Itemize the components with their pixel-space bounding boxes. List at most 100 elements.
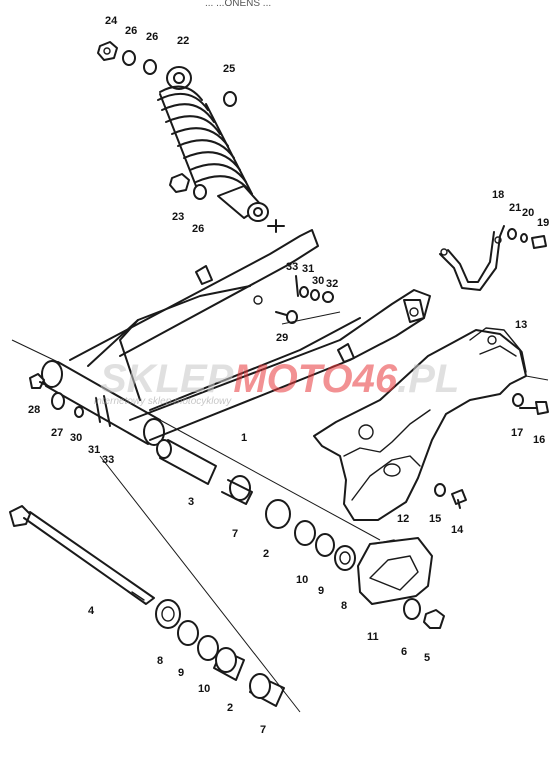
washer-21: [507, 228, 517, 240]
shock-mount-bolt: [267, 219, 285, 233]
label-33: 33: [102, 454, 114, 466]
shock-absorber: [157, 66, 269, 222]
header-fragment: ... ...ONENS ...: [205, 0, 271, 9]
washer-17: [512, 393, 524, 407]
washer-27: [51, 392, 65, 410]
label-19: 19: [537, 217, 549, 229]
axis-line: [11, 339, 59, 363]
ring-9-lower: [177, 620, 199, 646]
seal-8-upper-inner: [339, 551, 351, 565]
label-31: 31: [302, 263, 314, 275]
label-31: 31: [88, 444, 100, 456]
bolt-14: [451, 489, 467, 509]
shock-bush: [143, 59, 157, 75]
washer-10-lower: [197, 635, 219, 661]
axis-line-4: [525, 375, 549, 381]
label-30: 30: [70, 432, 82, 444]
swing-arm: [41, 229, 431, 446]
nut-5: [423, 609, 445, 629]
bolt-29: [275, 310, 298, 324]
bush-7-upper-body: [221, 479, 253, 505]
adjuster-block: [357, 537, 433, 605]
label-18: 18: [492, 189, 504, 201]
bush-2-upper: [265, 499, 291, 529]
label-8: 8: [157, 655, 163, 667]
shock-washer: [122, 50, 136, 66]
axis-line-3: [281, 311, 341, 325]
label-22: 22: [177, 35, 189, 47]
shock-top-nut: [97, 41, 118, 61]
washer-6: [403, 598, 421, 620]
label-2: 2: [227, 702, 233, 714]
pin-33-lower: [103, 395, 111, 427]
label-7: 7: [260, 724, 266, 736]
watermark-domain: .PL: [397, 357, 459, 401]
label-3: 3: [188, 496, 194, 508]
label-16: 16: [533, 434, 545, 446]
label-11: 11: [367, 631, 379, 643]
pin-33-upper: [295, 275, 299, 297]
seal-8-upper: [334, 545, 356, 571]
label-24: 24: [105, 15, 118, 27]
ring-9-upper: [315, 533, 335, 557]
label-1: 1: [241, 432, 247, 444]
washer-31-upper: [299, 286, 309, 298]
label-7: 7: [232, 528, 238, 540]
bush-7-lower: [249, 673, 285, 707]
label-5: 5: [424, 652, 430, 664]
washer-30-upper: [310, 289, 320, 301]
label-25: 25: [223, 63, 235, 75]
washer-20: [520, 233, 528, 243]
label-27: 27: [51, 427, 63, 439]
label-33: 33: [286, 261, 298, 273]
label-9: 9: [178, 667, 184, 679]
nut-32: [322, 291, 334, 303]
label-4: 4: [88, 605, 95, 617]
pin-31-lower: [95, 397, 101, 423]
label-23: 23: [172, 211, 184, 223]
seal-8-lower: [155, 599, 181, 629]
washer-30-lower: [74, 406, 84, 418]
axis-line-2: [99, 455, 301, 713]
label-32: 32: [326, 278, 338, 290]
shock-bottom-nut: [169, 173, 190, 193]
shock-bottom-washer: [193, 184, 207, 200]
label-10: 10: [296, 574, 308, 586]
seal-8-lower-inner: [161, 606, 175, 622]
watermark-brand-right: 46: [352, 357, 398, 401]
shock-spring: [157, 85, 253, 195]
shock-cap: [223, 91, 237, 107]
label-20: 20: [522, 207, 534, 219]
label-15: 15: [429, 513, 441, 525]
bracket-18: [439, 225, 505, 291]
label-30: 30: [312, 275, 324, 287]
label-29: 29: [276, 332, 288, 344]
label-26: 26: [146, 31, 158, 43]
axis-line-5: [159, 419, 381, 541]
label-14: 14: [451, 524, 464, 536]
bolt-28: [29, 373, 49, 389]
part-labels: 24 26 26 22 25 23 26 18 21 20 19 33 31 3…: [28, 15, 549, 736]
washer-10-upper: [294, 520, 316, 546]
bush-2-lower: [213, 647, 245, 681]
bolt-16: [519, 401, 549, 415]
watermark-tagline: internetowy sklep motocyklowy: [94, 396, 232, 407]
sleeve-3: [156, 439, 217, 485]
label-17: 17: [511, 427, 523, 439]
label-13: 13: [515, 319, 527, 331]
label-8: 8: [341, 600, 347, 612]
watermark-brand-left: SKLEP: [100, 357, 234, 401]
label-10: 10: [198, 683, 210, 695]
label-26: 26: [125, 25, 137, 37]
watermark: SKLEPMOTO46.PL internetowy sklep motocyk…: [94, 357, 459, 407]
label-6: 6: [401, 646, 407, 658]
label-2: 2: [263, 548, 269, 560]
label-21: 21: [509, 202, 521, 214]
label-28: 28: [28, 404, 40, 416]
bolt-19: [531, 235, 547, 249]
label-9: 9: [318, 585, 324, 597]
label-26: 26: [192, 223, 204, 235]
chain-guard: [313, 327, 527, 521]
washer-15: [434, 483, 446, 497]
